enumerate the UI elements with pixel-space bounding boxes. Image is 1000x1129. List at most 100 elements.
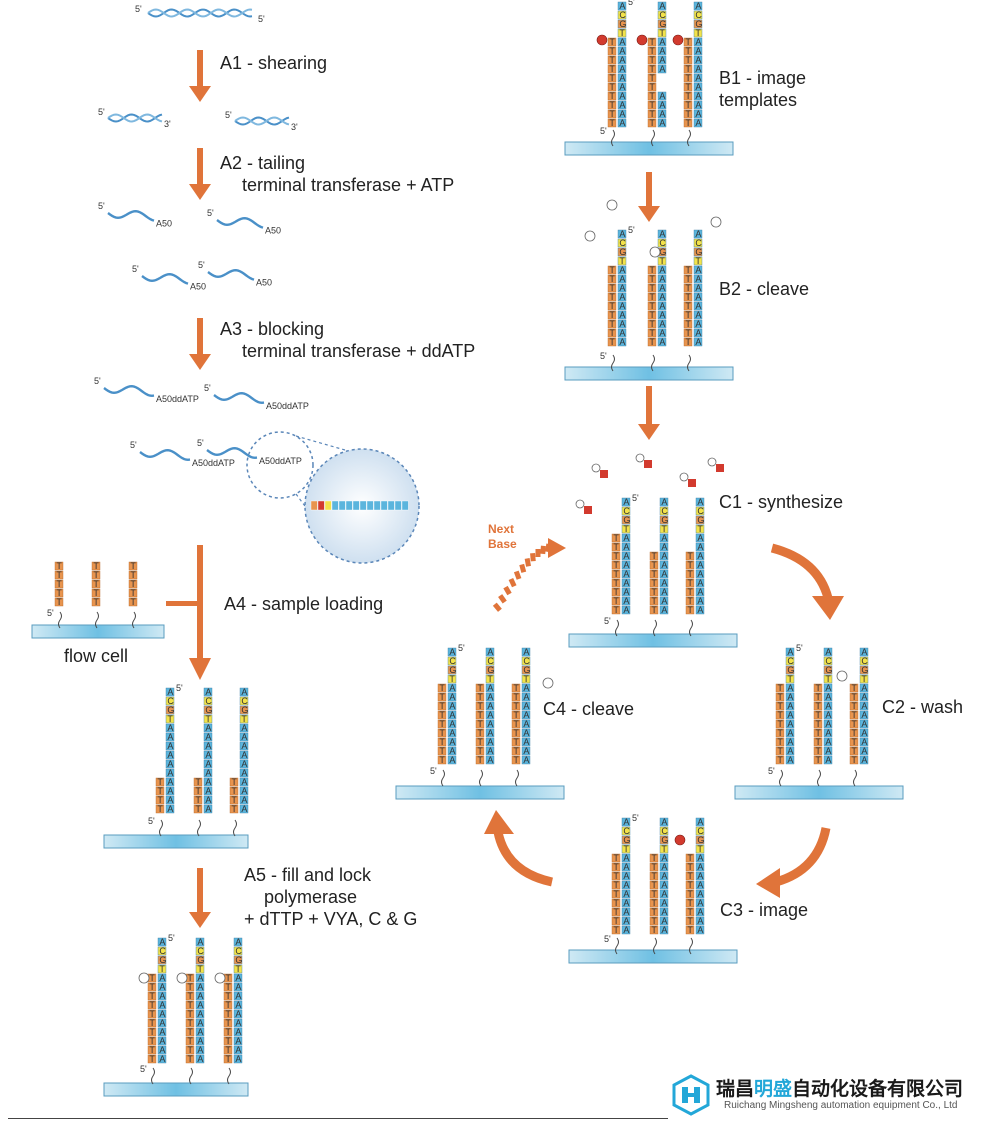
template-base-cell bbox=[521, 674, 531, 684]
dna-single-strand: 5'A50 bbox=[207, 208, 281, 236]
base-letter: A bbox=[623, 880, 629, 890]
template-base-cell bbox=[659, 925, 669, 935]
base-letter: T bbox=[609, 265, 615, 275]
dna-single-strand: 5'A50 bbox=[132, 264, 206, 292]
template-base-cell bbox=[447, 701, 457, 711]
template-base-cell bbox=[657, 319, 667, 329]
template-base-cell bbox=[195, 1000, 205, 1010]
template-base-cell bbox=[203, 741, 213, 751]
base-letter: T bbox=[649, 274, 655, 284]
base-letter: T bbox=[187, 982, 193, 992]
template-base-cell bbox=[693, 229, 703, 239]
strand-base-cell bbox=[54, 561, 64, 571]
template-base-cell bbox=[657, 238, 667, 248]
base-letter: T bbox=[613, 578, 619, 588]
base-letter: A bbox=[695, 229, 701, 239]
base-letter: T bbox=[93, 570, 99, 580]
template-base-cell bbox=[617, 229, 627, 239]
base-letter: T bbox=[93, 561, 99, 571]
base-letter: A bbox=[619, 229, 625, 239]
template-base-cell bbox=[659, 862, 669, 872]
base-letter: A bbox=[449, 710, 455, 720]
base-letter: T bbox=[225, 982, 231, 992]
strand-base-cell bbox=[54, 588, 64, 598]
base-letter: T bbox=[609, 118, 615, 128]
base-letter: A bbox=[861, 719, 867, 729]
base-letter: A bbox=[487, 710, 493, 720]
base-letter: A bbox=[659, 283, 665, 293]
strand-base-cell bbox=[647, 55, 657, 65]
strand-base-cell bbox=[611, 889, 621, 899]
base-letter: C bbox=[659, 10, 666, 20]
five-prime-label: 5' bbox=[768, 766, 775, 776]
base-letter: A bbox=[697, 605, 703, 615]
strand-base-cell bbox=[775, 719, 785, 729]
base-letter: A bbox=[697, 898, 703, 908]
base-letter: A bbox=[619, 46, 625, 56]
base-letter: T bbox=[659, 256, 665, 266]
template-base-cell bbox=[823, 692, 833, 702]
template-base-cell bbox=[621, 835, 631, 845]
base-letter: A bbox=[695, 37, 701, 47]
base-letter: A bbox=[787, 737, 793, 747]
strand-base-cell bbox=[607, 37, 617, 47]
template-base-cell bbox=[621, 862, 631, 872]
strand-base-cell bbox=[607, 109, 617, 119]
step-c3-title: C3 - image bbox=[720, 900, 809, 920]
template-base-cell bbox=[617, 310, 627, 320]
base-letter: A bbox=[241, 795, 247, 805]
strand-base-cell bbox=[813, 719, 823, 729]
step-c2-title: C2 - wash bbox=[882, 697, 964, 717]
template-base-cell bbox=[621, 497, 631, 507]
base-letter: T bbox=[687, 862, 693, 872]
strand-base-cell bbox=[649, 880, 659, 890]
base-letter: A bbox=[787, 692, 793, 702]
base-letter: T bbox=[685, 274, 691, 284]
dna-single-strand: 5'A50 bbox=[98, 201, 172, 229]
template-base-cell bbox=[695, 542, 705, 552]
template-base-cell bbox=[165, 786, 175, 796]
template-base-cell bbox=[165, 696, 175, 706]
base-letter: T bbox=[157, 795, 163, 805]
free-dye-marker bbox=[710, 216, 722, 228]
base-letter: A bbox=[159, 1009, 165, 1019]
template-base-cell bbox=[657, 118, 667, 128]
base-letter: T bbox=[685, 292, 691, 302]
template-base-cell bbox=[195, 1045, 205, 1055]
strand-base-cell bbox=[649, 889, 659, 899]
base-letter: T bbox=[685, 91, 691, 101]
base-letter: T bbox=[187, 991, 193, 1001]
template-base-cell bbox=[693, 283, 703, 293]
base-letter: A bbox=[623, 596, 629, 606]
strand-base-cell bbox=[775, 710, 785, 720]
base-letter: T bbox=[649, 73, 655, 83]
base-letter: T bbox=[149, 1009, 155, 1019]
base-letter: A bbox=[787, 728, 793, 738]
base-letter: A bbox=[197, 937, 203, 947]
base-letter: T bbox=[697, 524, 703, 534]
template-base-cell bbox=[621, 551, 631, 561]
fluor-dye bbox=[674, 834, 686, 846]
strand-tether bbox=[651, 354, 655, 372]
template-base-cell bbox=[617, 1, 627, 11]
base-letter: G bbox=[695, 19, 702, 29]
base-letter: A bbox=[661, 497, 667, 507]
step-c2-label: C2 - wash bbox=[882, 696, 963, 718]
template-base-cell bbox=[617, 82, 627, 92]
base-letter: A bbox=[197, 1018, 203, 1028]
base-letter: A bbox=[697, 578, 703, 588]
base-letter: A bbox=[167, 750, 173, 760]
strand-base-cell bbox=[147, 1027, 157, 1037]
template-base-cell bbox=[521, 755, 531, 765]
strand-base-cell bbox=[683, 46, 693, 56]
base-letter: T bbox=[649, 319, 655, 329]
arrow-head bbox=[189, 658, 211, 680]
base-letter: A bbox=[623, 533, 629, 543]
base-letter: A bbox=[825, 737, 831, 747]
strand-tether bbox=[687, 354, 691, 372]
template-base-cell bbox=[617, 37, 627, 47]
template-base-cell bbox=[521, 665, 531, 675]
strand-base-cell bbox=[647, 310, 657, 320]
base-letter: C bbox=[787, 656, 794, 666]
base-letter: T bbox=[187, 1054, 193, 1064]
